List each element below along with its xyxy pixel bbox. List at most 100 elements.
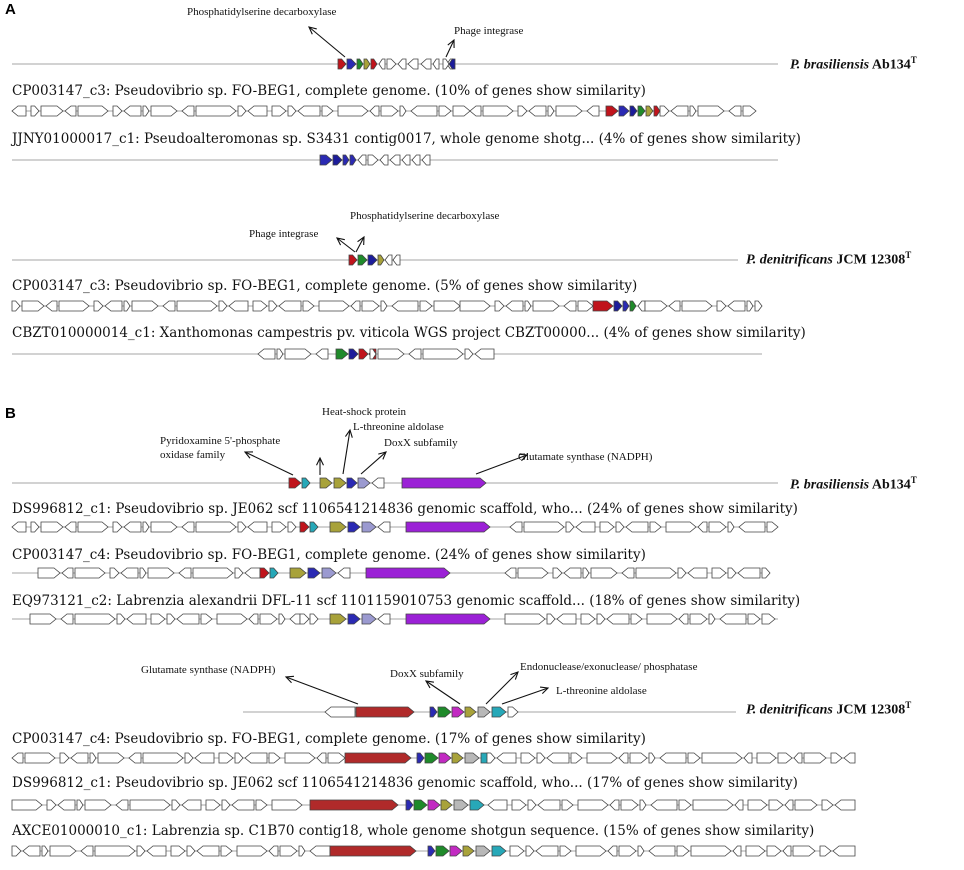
gene-arrow: [659, 752, 687, 764]
gene-arrow: [59, 752, 70, 764]
gene-arrow-purple: [405, 613, 491, 625]
gene-arrow-green: [637, 105, 646, 117]
gene-arrow: [379, 154, 389, 166]
gene-arrow: [708, 521, 727, 533]
gene-arrow: [442, 58, 450, 70]
gene-arrow: [620, 799, 639, 811]
annotation-arrowhead: [316, 456, 324, 466]
gene-arrow: [536, 752, 546, 764]
gene-arrow: [397, 58, 407, 70]
gene-arrow-darkblue: [629, 105, 638, 117]
gene-arrow: [315, 348, 329, 360]
gene-arrow: [586, 752, 618, 764]
gene-arrow-blue: [319, 154, 333, 166]
gene-arrow-red: [259, 567, 270, 579]
gene-arrow: [509, 521, 523, 533]
gene-arrow-red: [592, 300, 614, 312]
gene-arrow: [244, 567, 261, 579]
gene-arrow: [411, 154, 421, 166]
gene-arrow: [681, 300, 713, 312]
gene-arrow: [58, 300, 90, 312]
gene-arrow: [231, 799, 255, 811]
annotation-arrowhead: [284, 675, 295, 684]
gene-arrow: [486, 752, 496, 764]
gene-arrow: [618, 845, 637, 857]
gene-arrow: [268, 845, 279, 857]
annotation-heat-shock-protein: Heat-shock protein: [322, 406, 406, 418]
gene-arrow-red: [348, 254, 358, 266]
annotation-pyridoxamine: Pyridoxamine 5'-phosphate: [160, 435, 281, 447]
gene-arrow: [24, 752, 56, 764]
gene-arrow: [248, 613, 259, 625]
gene-arrow: [708, 613, 716, 625]
species-genus: P. denitrificans: [746, 252, 833, 268]
gene-arrow: [494, 300, 505, 312]
gene-arrow: [76, 799, 84, 811]
gene-arrow: [646, 613, 678, 625]
gene-arrow: [220, 845, 233, 857]
gene-arrow: [237, 105, 247, 117]
annotation-phosphatidylserine-decarboxylase: Phosphatidylserine decarboxylase: [350, 210, 500, 222]
gene-arrow: [70, 752, 89, 764]
gene-arrow-green: [629, 300, 637, 312]
gene-arrow: [561, 799, 574, 811]
annotation-arrow-line: [355, 236, 365, 253]
gene-arrow: [766, 521, 779, 533]
gene-arrow: [22, 845, 41, 857]
gene-arrow: [259, 613, 278, 625]
gene-arrow: [380, 300, 388, 312]
gene-arrow: [635, 567, 677, 579]
gene-arrow: [60, 613, 74, 625]
gene-arrow: [11, 799, 43, 811]
gene-arrow-blue: [342, 154, 350, 166]
gene-arrow: [309, 613, 319, 625]
gene-arrow: [689, 105, 697, 117]
species-genus: P. denitrificans: [746, 702, 833, 718]
gene-arrow-green: [437, 706, 452, 718]
gene-arrow: [316, 752, 327, 764]
gene-arrow-lavender: [357, 477, 371, 489]
gene-arrow: [474, 348, 495, 360]
gene-arrow: [64, 105, 77, 117]
gene-arrow-maroon: [329, 845, 417, 857]
gene-arrow: [618, 752, 629, 764]
gene-arrow: [607, 845, 618, 857]
gene-arrow-red: [653, 105, 661, 117]
gene-arrow-olive: [333, 477, 347, 489]
annotation-arrow-line: [336, 237, 356, 253]
gene-arrow: [221, 799, 231, 811]
gene-arrow: [745, 845, 766, 857]
gene-arrow: [648, 752, 656, 764]
gene-arrow-gray: [464, 752, 480, 764]
gene-arrow: [337, 567, 351, 579]
gene-arrow: [324, 706, 356, 718]
gene-arrow: [178, 567, 192, 579]
gene-arrow-purple: [401, 477, 487, 489]
gene-arrow: [677, 567, 687, 579]
gene-arrow-olive: [440, 799, 453, 811]
gene-arrow: [678, 613, 689, 625]
gene-arrow: [268, 752, 281, 764]
gene-arrow: [546, 613, 556, 625]
gene-arrow: [11, 845, 22, 857]
gene-arrow: [162, 300, 176, 312]
gene-arrow: [803, 752, 827, 764]
gene-arrow: [697, 521, 708, 533]
gene-arrow: [64, 521, 77, 533]
gene-arrow: [21, 300, 45, 312]
gene-arrow: [205, 799, 221, 811]
gene-arrow: [257, 348, 276, 360]
gene-arrow: [525, 845, 535, 857]
gene-arrow: [834, 799, 856, 811]
annotation-arrow-line: [308, 26, 346, 58]
gene-arrow: [727, 300, 746, 312]
gene-arrow: [146, 845, 167, 857]
gene-arrow: [452, 105, 471, 117]
gene-arrow: [830, 752, 843, 764]
gene-arrow: [57, 799, 76, 811]
gene-arrow: [821, 799, 834, 811]
gene-arrow: [547, 105, 555, 117]
gene-arrow: [384, 254, 393, 266]
gene-arrow: [369, 348, 377, 360]
gene-arrow: [517, 105, 528, 117]
